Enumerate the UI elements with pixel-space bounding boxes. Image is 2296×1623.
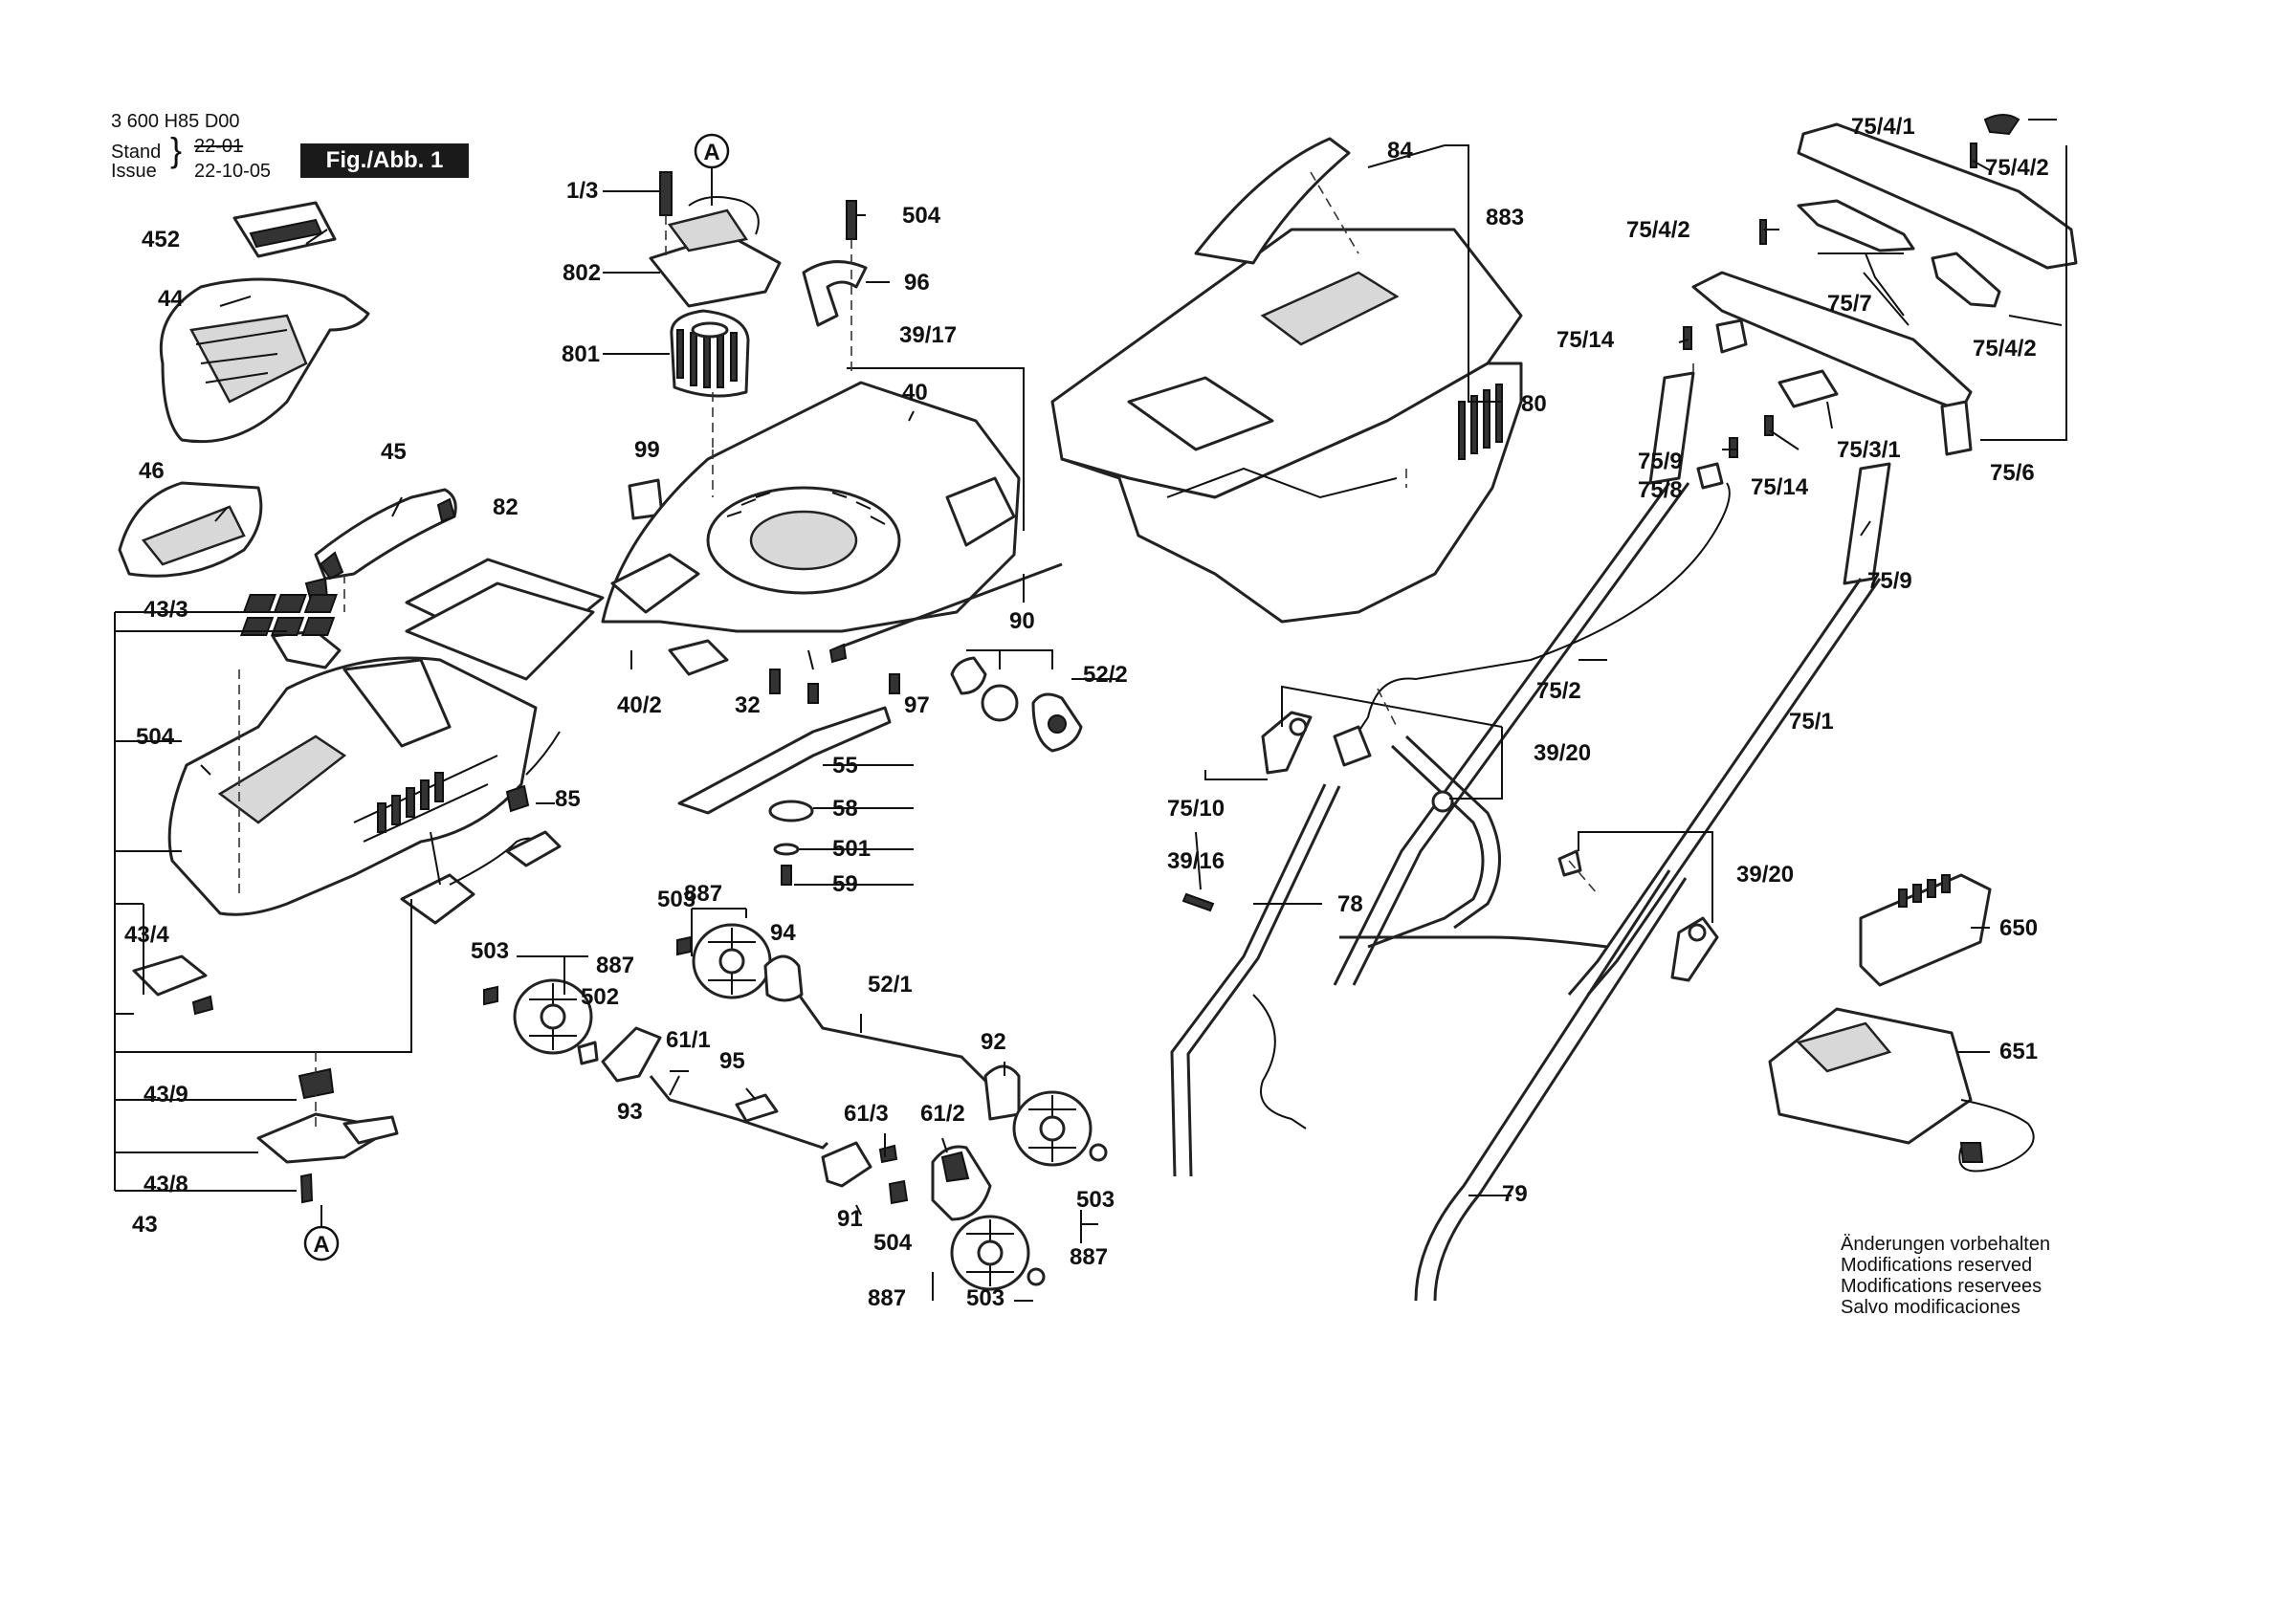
part-label-7: 85 [555, 786, 581, 812]
parts-artwork [118, 114, 2078, 1302]
part-label-68: 78 [1337, 891, 1363, 917]
part-label-56: 75/4/2 [1973, 336, 2037, 362]
part-label-33: 887 [596, 953, 634, 978]
note-line-de: Änderungen vorbehalten [1841, 1234, 2051, 1255]
part-label-20: 90 [1009, 608, 1035, 634]
note-line-en: Modifications reserved [1841, 1255, 2033, 1276]
note-line-es: Salvo modificaciones [1841, 1297, 2020, 1318]
part-label-0: 452 [142, 227, 180, 252]
figure-label: Fig./Abb. 1 [300, 143, 469, 178]
part-label-48: 84 [1387, 138, 1413, 164]
part-label-72: 651 [1999, 1039, 2038, 1064]
modifications-note: Änderungen vorbehalten Modifications res… [1841, 1234, 2050, 1318]
reference-marker-bottom: A [303, 1205, 340, 1261]
part-label-1: 44 [158, 286, 184, 312]
part-label-12: 1/3 [566, 178, 598, 204]
part-label-17: 39/17 [899, 322, 957, 348]
assembly-guides [238, 171, 1694, 1129]
reference-marker-bottom-text: A [313, 1232, 329, 1258]
part-label-44: 503 [1076, 1187, 1115, 1213]
part-label-65: 39/20 [1534, 740, 1591, 766]
part-label-71: 650 [1999, 915, 2038, 941]
part-label-31: 94 [770, 920, 796, 946]
part-label-21: 40/2 [617, 692, 662, 718]
part-label-63: 75/2 [1536, 678, 1581, 704]
part-label-47: 503 [966, 1285, 1004, 1311]
part-label-62: 75/9 [1867, 568, 1912, 594]
part-label-58: 75/8 [1638, 477, 1683, 503]
part-label-16: 96 [904, 270, 930, 296]
part-label-14: 801 [562, 341, 600, 367]
part-label-59: 75/14 [1751, 474, 1809, 500]
part-label-30: 503 [657, 887, 695, 912]
part-label-54: 75/7 [1827, 291, 1872, 317]
note-line-fr: Modifications reservees [1841, 1276, 2042, 1297]
part-label-38: 93 [617, 1099, 643, 1125]
part-label-53: 75/4/2 [1626, 217, 1690, 243]
part-label-4: 82 [493, 494, 519, 520]
part-label-66: 75/10 [1167, 796, 1225, 822]
part-label-29: 887 [684, 881, 722, 907]
part-label-3: 45 [381, 439, 407, 465]
part-label-22: 32 [735, 692, 761, 718]
part-label-60: 75/3/1 [1837, 437, 1901, 463]
part-label-52: 75/4/2 [1985, 155, 2049, 181]
stand-value: 22-01 [194, 136, 244, 157]
brace-glyph: } [170, 130, 183, 169]
part-label-50: 80 [1521, 391, 1547, 417]
part-label-26: 58 [832, 796, 858, 822]
reference-marker-top: A [694, 133, 730, 206]
part-label-55: 75/14 [1556, 327, 1615, 353]
issue-value: 22-10-05 [194, 161, 272, 182]
part-label-39: 92 [981, 1029, 1006, 1055]
part-label-51: 75/4/1 [1851, 114, 1915, 140]
document-number: 3 600 H85 D00 [111, 111, 240, 132]
part-label-9: 43/9 [144, 1082, 188, 1108]
part-labels: 4524446458243/35048543/443/943/8431/3802… [124, 114, 2049, 1311]
part-label-46: 887 [868, 1285, 906, 1311]
stand-label: Stand [111, 142, 162, 163]
part-label-10: 43/8 [144, 1172, 188, 1197]
part-label-64: 75/1 [1789, 709, 1834, 735]
part-label-49: 883 [1486, 205, 1524, 230]
part-label-8: 43/4 [124, 922, 169, 948]
part-label-61: 75/6 [1990, 460, 2035, 486]
part-label-43: 504 [873, 1230, 913, 1256]
part-label-70: 79 [1502, 1181, 1528, 1207]
part-label-57: 75/9 [1638, 449, 1683, 474]
part-label-40: 61/3 [844, 1101, 889, 1127]
part-label-23: 97 [904, 692, 930, 718]
part-label-36: 61/1 [666, 1027, 711, 1053]
part-label-15: 504 [902, 203, 941, 229]
issue-label: Issue [111, 161, 157, 182]
part-label-13: 802 [563, 260, 601, 286]
part-label-45: 887 [1070, 1244, 1108, 1270]
part-label-69: 39/20 [1736, 862, 1794, 888]
part-label-6: 504 [136, 724, 175, 750]
part-label-28: 59 [832, 871, 858, 897]
part-label-67: 39/16 [1167, 848, 1225, 874]
reference-marker-top-text: A [703, 140, 719, 165]
part-label-24: 52/2 [1083, 662, 1128, 688]
part-label-35: 52/1 [868, 972, 913, 998]
part-label-37: 95 [719, 1048, 745, 1074]
part-label-42: 91 [837, 1206, 863, 1232]
part-label-5: 43/3 [144, 597, 188, 623]
part-label-11: 43 [132, 1212, 158, 1238]
part-label-25: 55 [832, 753, 858, 779]
part-label-18: 40 [902, 380, 928, 406]
part-label-2: 46 [139, 458, 165, 484]
leader-lines [114, 119, 2067, 1302]
part-label-41: 61/2 [920, 1101, 965, 1127]
part-label-34: 502 [581, 984, 619, 1010]
part-label-27: 501 [832, 836, 871, 862]
part-label-19: 99 [634, 437, 660, 463]
part-label-32: 503 [471, 938, 509, 964]
